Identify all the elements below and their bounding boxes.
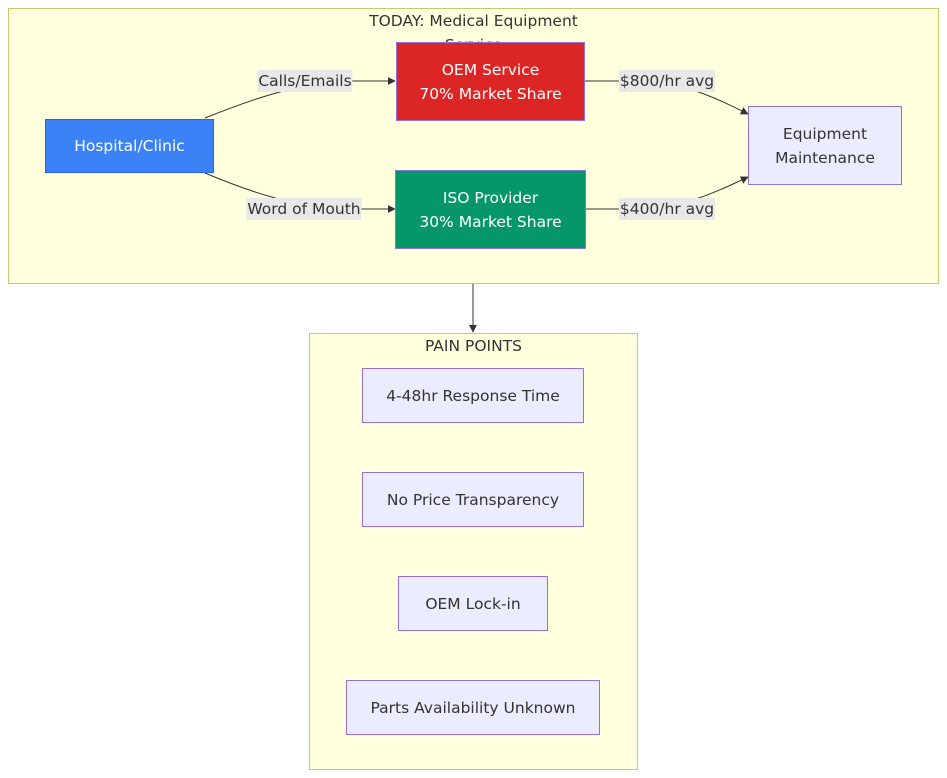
pain-response-time-node: 4-48hr Response Time [362,368,584,423]
oem-service-label: OEM Service [441,60,540,79]
edge-label-calls-emails: Calls/Emails [257,70,353,92]
pain-oem-lockin-label: OEM Lock-in [425,594,521,613]
oem-market-share-label: 70% Market Share [419,84,562,103]
iso-provider-label: ISO Provider [442,188,539,207]
pain-points-cluster-title: PAIN POINTS [424,337,523,355]
hospital-clinic-node: Hospital/Clinic [45,119,214,173]
iso-provider-node: ISO Provider 30% Market Share [395,170,586,249]
pain-price-transparency-label: No Price Transparency [386,490,560,509]
edge-label-word-of-mouth: Word of Mouth [246,198,362,220]
pain-parts-availability-label: Parts Availability Unknown [370,698,576,717]
oem-service-node: OEM Service 70% Market Share [396,42,585,121]
equipment-label: Equipment [782,124,868,143]
edge-label-oem-rate: $800/hr avg [618,70,716,92]
pain-response-time-label: 4-48hr Response Time [386,386,560,405]
equipment-maintenance-node: Equipment Maintenance [748,106,902,185]
hospital-clinic-label: Hospital/Clinic [74,137,185,155]
pain-oem-lockin-node: OEM Lock-in [398,576,548,631]
maintenance-label: Maintenance [775,148,875,167]
iso-market-share-label: 30% Market Share [419,212,562,231]
edge-label-iso-rate: $400/hr avg [618,198,716,220]
pain-parts-availability-node: Parts Availability Unknown [346,680,600,735]
today-cluster-title: TODAY: Medical Equipment Service [369,12,578,43]
pain-price-transparency-node: No Price Transparency [362,472,584,527]
